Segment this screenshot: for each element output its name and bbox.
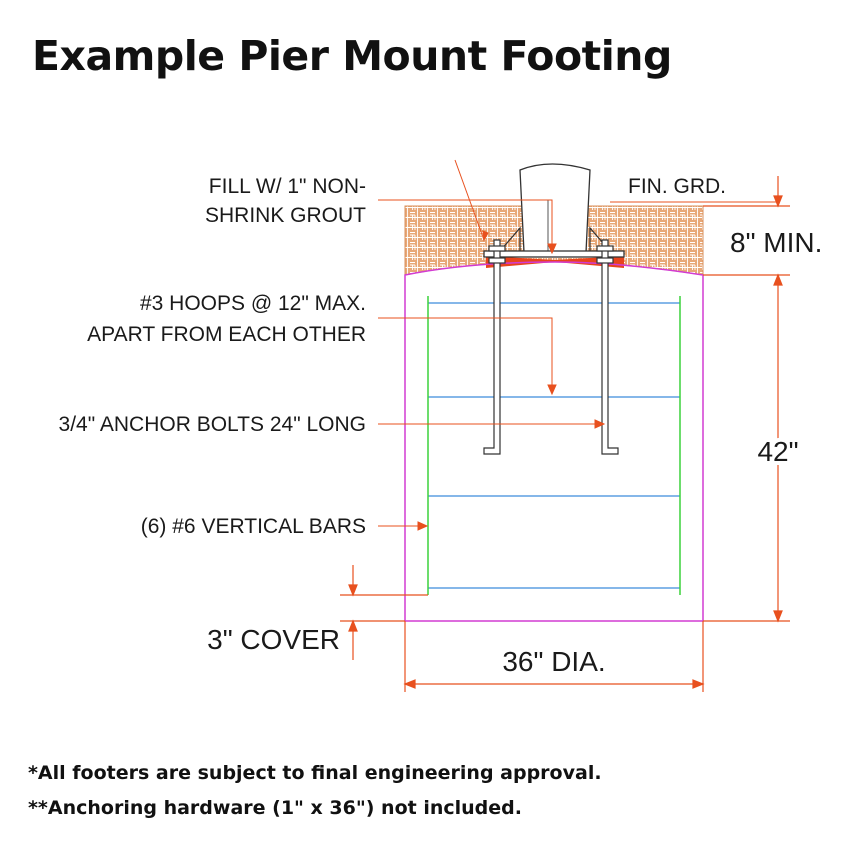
hoops xyxy=(428,302,680,589)
anchor-bolts xyxy=(483,239,619,455)
footnote-hardware: **Anchoring hardware (1" x 36") not incl… xyxy=(28,797,522,819)
label-vertical-bars: (6) #6 VERTICAL BARS xyxy=(141,515,366,538)
label-fill-line1: FILL W/ 1" NON- xyxy=(209,175,366,198)
arrow-head xyxy=(547,384,557,396)
label-depth: 42" xyxy=(757,436,798,467)
label-hoops-line1: #3 HOOPS @ 12" MAX. xyxy=(140,292,366,315)
footnote-engineering: *All footers are subject to final engine… xyxy=(28,762,602,784)
leaders xyxy=(378,159,778,531)
base-plate xyxy=(483,250,625,258)
gusset-left xyxy=(499,226,521,252)
nut xyxy=(488,245,506,252)
vertical-bars xyxy=(427,296,681,595)
label-fill-line2: SHRINK GROUT xyxy=(205,204,366,227)
anchor-bolt-right xyxy=(601,239,619,455)
leader-hoops xyxy=(378,317,553,393)
nut xyxy=(596,257,614,264)
leader-fill xyxy=(378,199,553,252)
page-title: Example Pier Mount Footing xyxy=(32,32,672,80)
arrow-head xyxy=(482,230,489,242)
arrow-head xyxy=(417,521,429,531)
nut xyxy=(488,257,506,264)
label-anchor-bolts: 3/4" ANCHOR BOLTS 24" LONG xyxy=(59,413,366,436)
label-min-depth: 8" MIN. xyxy=(730,227,822,258)
dimensions xyxy=(340,176,790,692)
arrow-head xyxy=(547,243,557,255)
label-hoops-line2: APART FROM EACH OTHER xyxy=(87,323,366,346)
label-cover: 3" COVER xyxy=(207,624,340,655)
label-fin-grd: FIN. GRD. xyxy=(628,175,726,198)
anchor-bolt-left xyxy=(483,239,501,455)
nut xyxy=(596,245,614,252)
arrow-head xyxy=(594,419,606,429)
label-diameter: 36" DIA. xyxy=(502,646,605,677)
footing-outline xyxy=(404,261,704,622)
post xyxy=(519,163,591,253)
